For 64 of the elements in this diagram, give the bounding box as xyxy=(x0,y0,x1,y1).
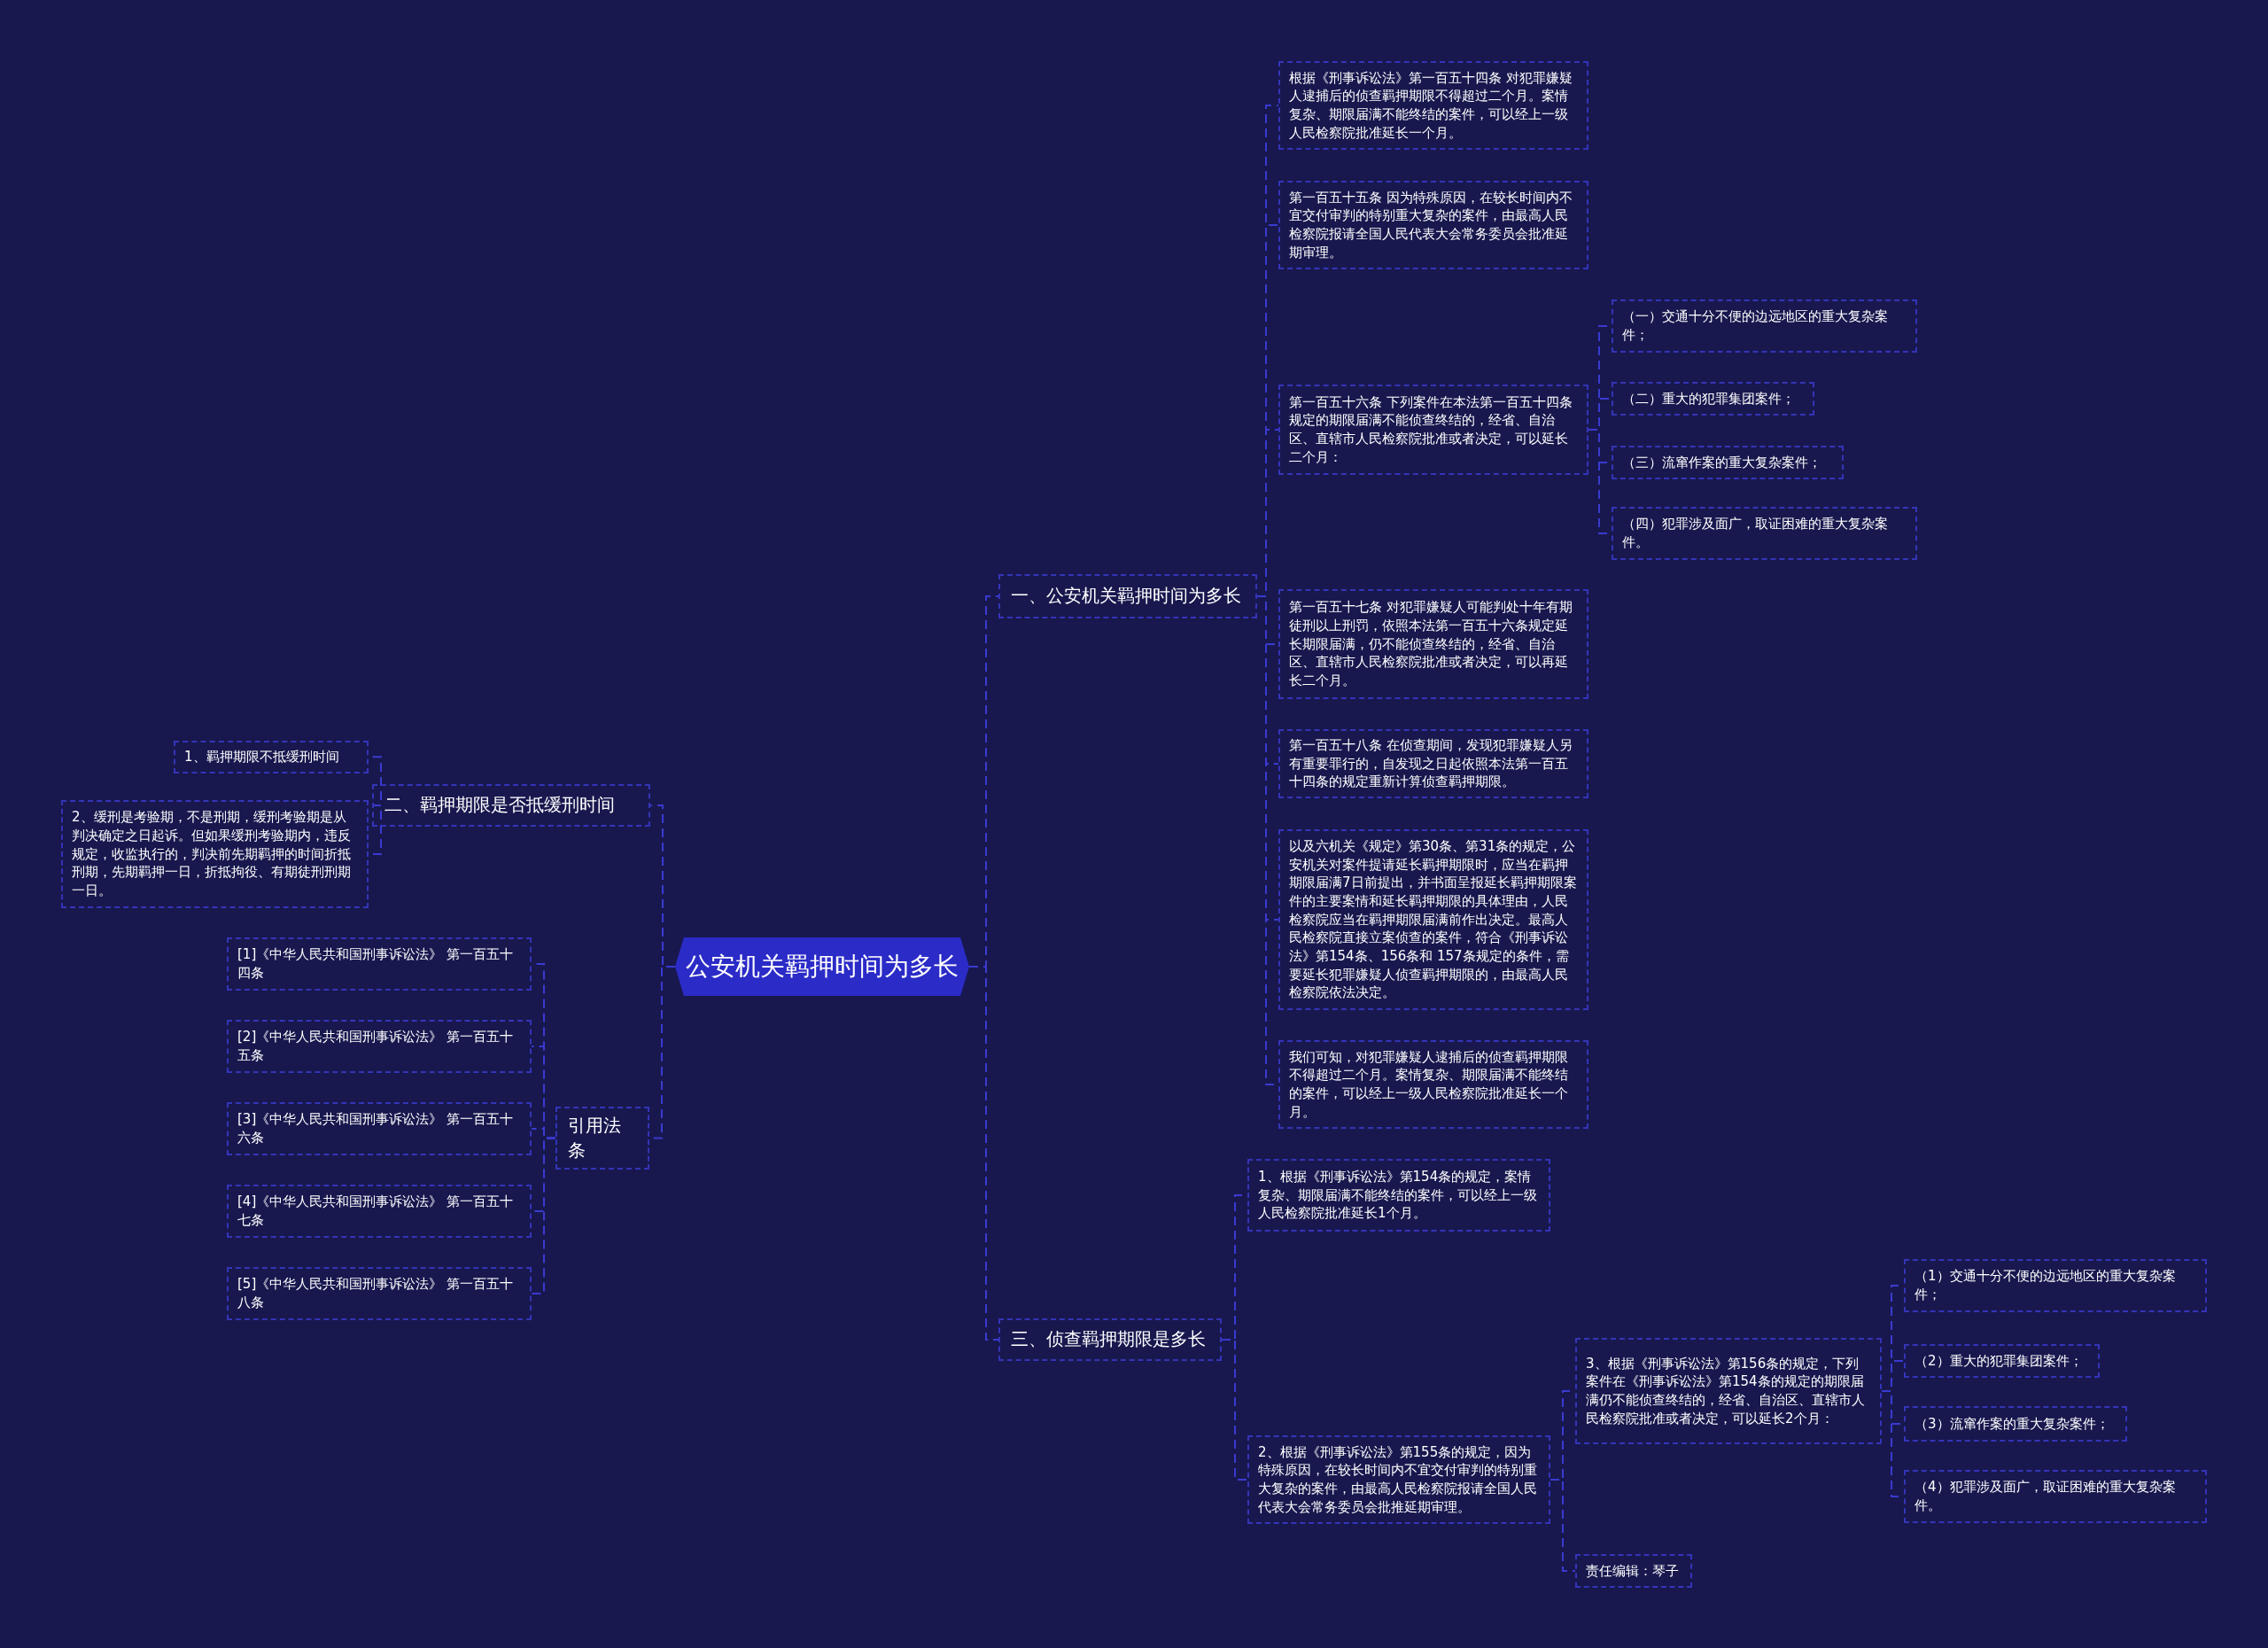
topic-text: （四）犯罪涉及面广，取证困难的重大复杂案件。 xyxy=(1622,515,1889,552)
topic-text: [1]《中华人民共和国刑事诉讼法》 第一百五十四条 xyxy=(237,945,514,983)
subtopic-box xyxy=(1247,1159,1550,1232)
connector-line xyxy=(531,1137,556,1294)
central-topic xyxy=(675,937,969,996)
connector-line xyxy=(1550,1479,1576,1572)
subtopic-box xyxy=(1612,446,1844,479)
branch-topic xyxy=(998,1318,1222,1361)
connector-line xyxy=(1221,1339,1248,1481)
topic-text: （二）重大的犯罪集团案件； xyxy=(1622,389,1795,408)
topic-text: （2）重大的犯罪集团案件； xyxy=(1915,1351,2083,1371)
topic-text: [4]《中华人民共和国刑事诉讼法》 第一百五十七条 xyxy=(237,1193,514,1230)
topic-text: 第一百五十六条 下列案件在本法第一百五十四条规定的期限届满不能侦查终结的，经省、自治区、直辖市人民检察院批准或者决定，可以延长二个月： xyxy=(1289,393,1573,467)
subtopic-box xyxy=(1278,61,1588,150)
topic-text: 责任编辑：琴子 xyxy=(1586,1561,1679,1581)
subtopic-box xyxy=(227,1020,532,1073)
topic-text: （一）交通十分不便的边远地区的重大复杂案件； xyxy=(1622,307,1889,345)
subtopic-box xyxy=(1612,299,1917,353)
topic-title: 公安机关羁押时间为多长 xyxy=(686,951,959,983)
subtopic-box xyxy=(1575,1554,1692,1588)
subtopic-box xyxy=(227,1185,532,1238)
branch-title: 一、公安机关羁押时间为多长 xyxy=(1011,584,1241,609)
branch-title: 二、羁押期限是否抵缓刑时间 xyxy=(384,793,615,818)
subtopic-box xyxy=(1278,385,1588,475)
branch-topic xyxy=(372,784,650,827)
subtopic-box xyxy=(61,800,369,908)
topic-text: [5]《中华人民共和国刑事诉讼法》 第一百五十八条 xyxy=(237,1275,514,1312)
branch-topic xyxy=(555,1107,649,1170)
topic-text: [2]《中华人民共和国刑事诉讼法》 第一百五十五条 xyxy=(237,1028,514,1065)
topic-text: （3）流窜作案的重大复杂案件； xyxy=(1915,1414,2109,1434)
topic-text: （1）交通十分不便的边远地区的重大复杂案件； xyxy=(1915,1267,2177,1304)
topic-text: 根据《刑事诉讼法》第一百五十四条 对犯罪嫌疑人逮捕后的侦查羁押期限不得超过二个月。案情复杂、期限届满不能终结的案件，可以经上一级人民检察院批准延长一个月。 xyxy=(1289,68,1573,143)
subtopic-box xyxy=(1904,1406,2127,1442)
topic-text: [3]《中华人民共和国刑事诉讼法》 第一百五十六条 xyxy=(237,1110,514,1147)
topic-text: 1、根据《刑事诉讼法》第154条的规定，案情复杂、期限届满不能终结的案件，可以经上一级人民检察院批准延长1个月。 xyxy=(1258,1167,1538,1224)
subtopic-box xyxy=(1278,181,1588,269)
topic-text: 第一百五十五条 因为特殊原因，在较长时间内不宜交付审判的特别重大复杂的案件，由最高人民检察院报请全国人民代表大会常务委员会批准延期审理。 xyxy=(1289,188,1573,262)
topic-text: （4）犯罪涉及面广，取证困难的重大复杂案件。 xyxy=(1915,1478,2177,1515)
subtopic-box xyxy=(1904,1470,2207,1523)
topic-text: 第一百五十八条 在侦查期间，发现犯罪嫌疑人另有重要罪行的，自发现之日起依照本法第一百五十四条的规定重新计算侦查羁押期限。 xyxy=(1289,736,1573,792)
subtopic-box xyxy=(227,1102,532,1155)
topic-text: 我们可知，对犯罪嫌疑人逮捕后的侦查羁押期限不得超过二个月。案情复杂、期限届满不能终结的案件，可以经上一级人民检察院批准延长一个月。 xyxy=(1289,1047,1569,1122)
topic-text: 3、根据《刑事诉讼法》第156条的规定，下列案件在《刑事诉讼法》第154条的规定的期限届满仍不能侦查终结的，经省、自治区、直辖市人民检察院批准或者决定，可以延长2个月： xyxy=(1586,1354,1866,1428)
branch-topic xyxy=(998,574,1257,618)
subtopic-box xyxy=(174,741,369,773)
topic-text: 以及六机关《规定》第30条、第31条的规定，公安机关对案件提请延长羁押期限时，应当在羁押期限届满7日前提出，并书面呈报延长羁押期限案件的主要案情和延长羁押期限的具体理由，人民检察院应当在羁押期限届满前作出决定。最高人民检察院直接立案侦查的案件，符合《刑事诉讼法》第154条、156条和 157条规定的条件，需要延长犯罪嫌疑人侦查羁押期限的，由最高人民检察院依法决定。 xyxy=(1289,836,1578,1003)
subtopic-box xyxy=(1278,729,1588,799)
subtopic-box xyxy=(227,1267,532,1320)
subtopic-box xyxy=(1575,1338,1882,1444)
topic-text: 2、根据《刑事诉讼法》第155条的规定，因为特殊原因，在较长时间内不宜交付审判的特别重大复杂的案件，由最高人民检察院报请全国人民代表大会常务委员会批推延期审理。 xyxy=(1258,1442,1538,1517)
topic-text: （三）流窜作案的重大复杂案件； xyxy=(1622,453,1821,472)
subtopic-box xyxy=(1904,1259,2207,1312)
subtopic-box xyxy=(1904,1344,2100,1378)
subtopic-box xyxy=(1278,589,1588,699)
topic-text: 1、羁押期限不抵缓刑时间 xyxy=(184,748,339,766)
branch-title: 三、侦查羁押期限是多长 xyxy=(1011,1327,1206,1352)
subtopic-box xyxy=(1612,382,1814,416)
subtopic-box xyxy=(1278,1040,1588,1129)
subtopic-box xyxy=(1612,507,1917,560)
subtopic-box xyxy=(227,937,532,991)
subtopic-box xyxy=(1247,1435,1550,1524)
branch-title: 引用法条 xyxy=(568,1114,622,1162)
topic-text: 2、缓刑是考验期，不是刑期，缓刑考验期是从判决确定之日起诉。但如果缓刑考验期内，违反规定，收监执行的，判决前先期羁押的时间折抵刑期，先期羁押一日，折抵拘役、有期徒刑刑期一日。 xyxy=(72,808,352,900)
topic-text: 第一百五十七条 对犯罪嫌疑人可能判处十年有期徒刑以上刑罚，依照本法第一百五十六条规定延长期限届满，仍不能侦查终结的，经省、自治区、直辖市人民检察院批准或者决定，可以再延长二个月。 xyxy=(1289,598,1573,690)
